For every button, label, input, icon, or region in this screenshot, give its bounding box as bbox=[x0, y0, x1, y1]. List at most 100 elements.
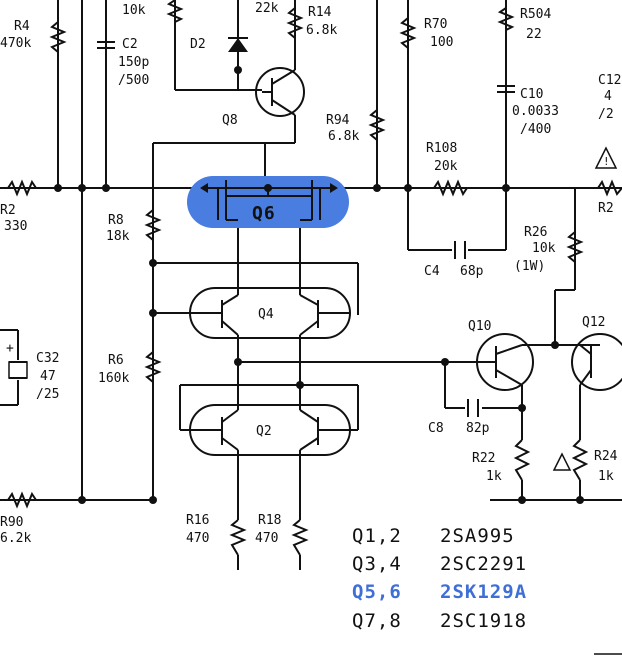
r26-ref: R26 bbox=[524, 225, 547, 240]
r26-rating: (1W) bbox=[514, 259, 545, 274]
c32-plus: + bbox=[6, 341, 14, 356]
parts-row-4-part: 2SC1918 bbox=[440, 610, 527, 632]
resistor-r24 bbox=[571, 439, 589, 481]
resistor-r90 bbox=[7, 491, 37, 509]
c10-rating: /400 bbox=[520, 122, 551, 137]
q12-ref: Q12 bbox=[582, 315, 605, 330]
r18-ref: R18 bbox=[258, 513, 281, 528]
transistor-q10 bbox=[475, 333, 534, 391]
transistor-q8 bbox=[255, 67, 305, 143]
parts-row-2-ref: Q3,4 bbox=[352, 553, 402, 575]
q6-label: Q6 bbox=[252, 203, 276, 224]
r82-ref: R2 bbox=[598, 201, 614, 216]
parts-row-3-ref: Q5,6 bbox=[352, 581, 402, 603]
r14-extra: 22k bbox=[255, 1, 279, 16]
r4-value: 470k bbox=[0, 36, 31, 51]
r24-ref: R24 bbox=[594, 449, 618, 464]
r70-value: 100 bbox=[430, 35, 453, 50]
r70-ref: R70 bbox=[424, 17, 447, 32]
resistor-r6 bbox=[144, 351, 162, 383]
c12-rating: /2 bbox=[598, 107, 614, 122]
c32-ref: C32 bbox=[36, 351, 59, 366]
r8-ref: R8 bbox=[108, 213, 124, 228]
svg-text:!: ! bbox=[603, 155, 610, 168]
resistor-top-10k bbox=[166, 0, 184, 23]
d2-ref: D2 bbox=[190, 37, 206, 52]
resistor-r8 bbox=[144, 209, 162, 241]
r14-value: 6.8k bbox=[306, 23, 337, 38]
c8-value: 82p bbox=[466, 421, 490, 436]
r6-ref: R6 bbox=[108, 353, 124, 368]
resistor-r108 bbox=[433, 179, 468, 197]
c32-rating: /25 bbox=[36, 387, 59, 402]
r2-value: 330 bbox=[4, 219, 27, 234]
c4-value: 68p bbox=[460, 264, 484, 279]
resistors bbox=[7, 0, 622, 556]
r24-value: 1k bbox=[598, 469, 614, 484]
r18-value: 470 bbox=[255, 531, 278, 546]
diode-d2 bbox=[228, 37, 248, 52]
wires bbox=[0, 0, 622, 570]
r2-ref: R2 bbox=[0, 203, 16, 218]
warning-triangle-small-icon bbox=[552, 452, 572, 471]
resistor-r4 bbox=[49, 21, 67, 53]
q4-label: Q4 bbox=[258, 307, 274, 322]
r504-value: 22 bbox=[526, 27, 542, 42]
parts-row-1-part: 2SA995 bbox=[440, 525, 515, 547]
r108-ref: R108 bbox=[426, 141, 457, 156]
c2-value: 150p bbox=[118, 55, 149, 70]
parts-row-2-part: 2SC2291 bbox=[440, 553, 527, 575]
q10-ref: Q10 bbox=[468, 319, 491, 334]
r16-value: 470 bbox=[186, 531, 209, 546]
c2-rating: /500 bbox=[118, 73, 149, 88]
resistor-r14 bbox=[286, 7, 304, 39]
resistor-r94 bbox=[368, 109, 386, 141]
transistor-q4: Q4 bbox=[189, 287, 351, 339]
r90-value: 6.2k bbox=[0, 531, 31, 546]
warning-triangle-icon: ! bbox=[594, 146, 618, 169]
parts-row-1-ref: Q1,2 bbox=[352, 525, 402, 547]
q8-ref: Q8 bbox=[222, 113, 238, 128]
c2-ref: C2 bbox=[122, 37, 138, 52]
resistor-r26 bbox=[566, 231, 584, 263]
r22-ref: R22 bbox=[472, 451, 495, 466]
r16-ref: R16 bbox=[186, 513, 209, 528]
transistor-q6: Q6 bbox=[187, 176, 349, 228]
transistor-q2: Q2 bbox=[180, 404, 358, 456]
parts-row-3-part: 2SK129A bbox=[440, 581, 527, 603]
r6-value: 160k bbox=[98, 371, 129, 386]
r8-value: 18k bbox=[106, 229, 130, 244]
r108-value: 20k bbox=[434, 159, 458, 174]
r4-ref: R4 bbox=[14, 19, 30, 34]
r94-value: 6.8k bbox=[328, 129, 359, 144]
c12-ref: C12 bbox=[598, 73, 621, 88]
r90-ref: R90 bbox=[0, 515, 23, 530]
resistor-r504 bbox=[497, 7, 515, 31]
parts-table: Q1,2 2SA995 Q3,4 2SC2291 Q5,6 2SK129A Q7… bbox=[352, 525, 527, 632]
parts-row-4-ref: Q7,8 bbox=[352, 610, 402, 632]
q2-label: Q2 bbox=[256, 424, 272, 439]
c8-ref: C8 bbox=[428, 421, 444, 436]
c32-value: 47 bbox=[40, 369, 56, 384]
resistor-r70 bbox=[399, 17, 417, 49]
r26-value: 10k bbox=[532, 241, 556, 256]
r14-ref: R14 bbox=[308, 5, 332, 20]
junction-dots bbox=[54, 66, 584, 504]
r22-value: 1k bbox=[486, 469, 502, 484]
resistor-r18 bbox=[291, 519, 309, 556]
c12-value: 4 bbox=[604, 89, 612, 104]
top-10k-value: 10k bbox=[122, 3, 146, 18]
resistor-r82-edge bbox=[597, 179, 622, 197]
capacitors bbox=[8, 41, 515, 417]
resistor-r16 bbox=[229, 519, 247, 556]
c10-ref: C10 bbox=[520, 87, 543, 102]
resistor-r2 bbox=[7, 179, 37, 197]
component-labels: R4 470k R2 330 R90 6.2k 10k C2 150p /500… bbox=[0, 1, 621, 546]
r94-ref: R94 bbox=[326, 113, 350, 128]
c10-value: 0.0033 bbox=[512, 104, 559, 119]
r504-ref: R504 bbox=[520, 7, 551, 22]
transistor-q12 bbox=[571, 333, 622, 391]
resistor-r22 bbox=[513, 439, 531, 481]
c4-ref: C4 bbox=[424, 264, 440, 279]
